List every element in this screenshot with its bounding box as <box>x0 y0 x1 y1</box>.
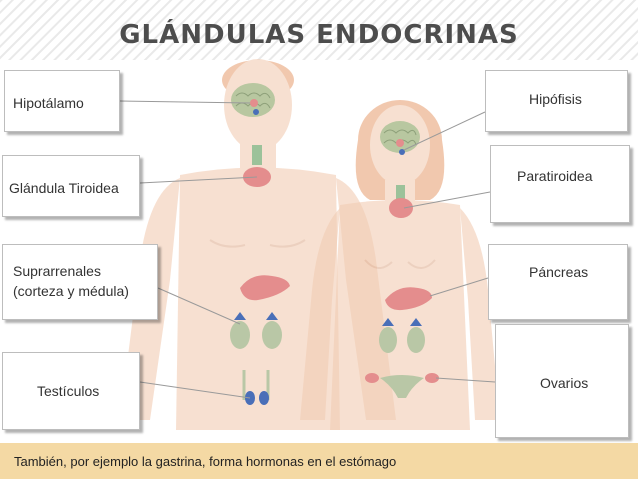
male-testis-right <box>259 391 269 405</box>
label-suprarrenales: Suprarrenales (corteza y médula) <box>2 244 158 320</box>
footer-text: También, por ejemplo la gastrina, forma … <box>14 454 397 469</box>
label-suprarrenales-line1: Suprarrenales <box>13 263 101 279</box>
female-hypothalamus <box>396 139 404 147</box>
label-hipotalamo: Hipotálamo <box>4 70 120 132</box>
label-suprarrenales-line2: (corteza y médula) <box>13 283 129 299</box>
male-hypothalamus <box>250 99 258 107</box>
female-uterus <box>380 375 424 398</box>
female-brain <box>380 121 420 153</box>
page-title: GLÁNDULAS ENDOCRINAS <box>119 20 519 50</box>
male-glands <box>230 83 290 405</box>
label-tiroidea: Glándula Tiroidea <box>2 155 140 217</box>
male-pancreas <box>240 275 290 301</box>
label-pancreas: Páncreas <box>488 244 628 320</box>
female-ovary-right <box>425 373 439 383</box>
female-pituitary <box>399 149 405 155</box>
label-testiculos-text: Testículos <box>37 383 100 399</box>
label-hipofisis-text: Hipófisis <box>529 91 582 107</box>
female-pancreas <box>385 287 432 311</box>
male-pituitary <box>253 109 259 115</box>
label-tiroidea-text: Glándula Tiroidea <box>9 180 119 196</box>
male-kidney-right <box>262 321 282 349</box>
label-paratiroidea-text: Paratiroidea <box>517 168 593 184</box>
female-kidney-left <box>379 327 397 353</box>
label-testiculos: Testículos <box>2 352 140 430</box>
label-ovarios: Ovarios <box>495 324 629 438</box>
pointer-lines <box>119 100 496 399</box>
female-glands <box>365 121 439 398</box>
label-paratiroidea: Paratiroidea <box>490 145 630 223</box>
title-stripe-pattern <box>0 0 638 60</box>
female-thyroid <box>389 198 413 218</box>
label-hipotalamo-text: Hipotálamo <box>13 95 84 111</box>
label-ovarios-text: Ovarios <box>540 375 589 391</box>
female-kidney-right <box>407 327 425 353</box>
female-ovary-left <box>365 373 379 383</box>
male-kidney-left <box>230 321 250 349</box>
footer-bar: También, por ejemplo la gastrina, forma … <box>0 443 638 479</box>
label-pancreas-text: Páncreas <box>529 264 589 280</box>
label-hipofisis: Hipófisis <box>485 70 628 132</box>
